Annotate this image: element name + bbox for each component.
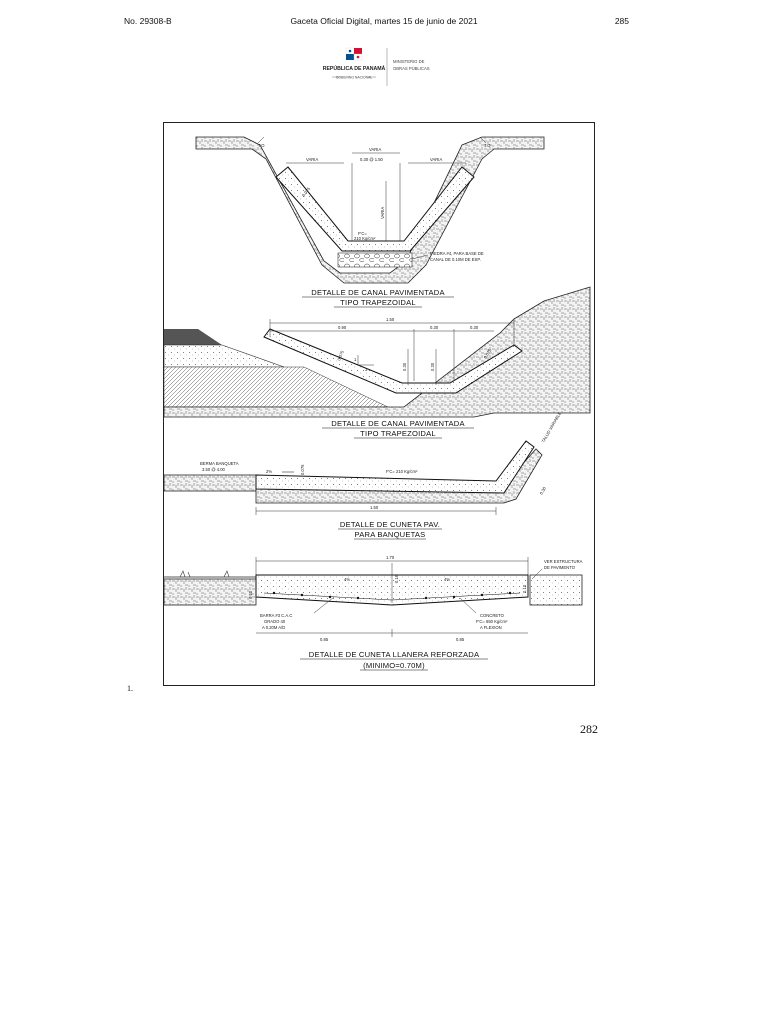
d3-talud: TALUD VARIABLE <box>541 411 563 444</box>
d1-to-left: T.O <box>258 143 265 148</box>
d4-center-thickness: 0.15 <box>394 574 399 583</box>
d1-thickness: 0.075 <box>301 186 312 198</box>
d1-varia-right: VARIA <box>430 157 442 162</box>
d1-fc-line2: 210 Kg/cm² <box>354 236 376 241</box>
d2-thickness-a: 0.075 <box>336 349 345 361</box>
d1-varia-left: VARIA <box>306 157 318 162</box>
d1-bottom-width: 0.30 @ 1.50 <box>360 157 384 162</box>
d4-title-line2: (MINIMO=0.70M) <box>363 661 425 670</box>
panama-flag-icon <box>345 47 363 61</box>
d3-berm-line2: 3.50 @ 4.00 <box>202 467 226 472</box>
header-page-number: 285 <box>614 16 629 26</box>
detail-3-sidewalk-gutter: BERMA BANQUETA 3.50 @ 4.00 2% 0.075 F'C=… <box>164 411 563 540</box>
d4-bar-line2: GRADO 40 <box>264 619 286 624</box>
d4-bar-line3: A 0.20M A/D <box>262 625 285 630</box>
d4-total-width: 1.70 <box>386 555 395 560</box>
engineering-drawing: T.O T.O VARIA VARIA 0.30 @ 1.50 VARIA VA… <box>163 122 595 686</box>
d2-title-line2: TIPO TRAPEZOIDAL <box>360 429 436 438</box>
page-number: 282 <box>580 722 598 736</box>
d1-stone-line2: CANAL DE 0.10M DE ESP. <box>430 257 481 262</box>
note-number: 1. <box>127 684 133 693</box>
d4-edge-right: 0.10 <box>522 584 527 593</box>
d4-concrete-line2: F'C= 650 Kg/cm² <box>476 619 508 624</box>
d2-thickness-b: 0.075 <box>483 347 493 359</box>
d4-half-left: 0.85 <box>320 637 329 642</box>
gazette-title: Gaceta Oficial Digital, martes 15 de jun… <box>290 16 478 26</box>
d1-varia-center: VARIA <box>369 147 381 152</box>
gazette-number: No. 29308-B <box>124 16 172 26</box>
d4-edge-left: 0.10 <box>248 590 253 599</box>
d4-pavement-line1: VER ESTRUCTURA <box>544 559 583 564</box>
d3-width: 1.50 <box>370 505 379 510</box>
d2-height-b: 0.30 <box>430 362 435 371</box>
d1-stone-line1: PIEDRA #4, PARA BASE DE <box>430 251 484 256</box>
logo-line1: REPÚBLICA DE PANAMÁ <box>323 65 386 72</box>
d4-half-right: 0.85 <box>456 637 465 642</box>
d3-berm-line1: BERMA BANQUETA <box>200 461 239 466</box>
d2-total-width: 1.50 <box>386 317 395 322</box>
d1-title-line2: TIPO TRAPEZOIDAL <box>340 298 416 307</box>
government-logo: REPÚBLICA DE PANAMÁ GOBIERNO NACIONAL MI… <box>323 47 430 86</box>
d1-fc-line1: F'C= <box>358 231 367 236</box>
d2-width-c: 0.30 <box>470 325 479 330</box>
d4-slope-right: 4% <box>444 577 450 582</box>
d3-thickness: 0.075 <box>300 464 305 475</box>
d4-concrete-line1: CONCRETO <box>480 613 505 618</box>
d2-slope-num: 1 <box>354 357 357 362</box>
d2-slope-den: 3 <box>365 367 368 372</box>
detail-4-reinforced-gutter: 1.70 4% 4% 0.15 0.10 0.10 BARRA #3 C.A.C… <box>164 555 583 671</box>
detail-1-trapezoidal-canal: T.O T.O VARIA VARIA 0.30 @ 1.50 VARIA VA… <box>195 136 545 308</box>
d1-title-line1: DETALLE DE CANAL PAVIMENTADA <box>311 288 445 297</box>
d4-title-line1: DETALLE DE CUNETA LLANERA REFORZADA <box>309 650 480 659</box>
d3-title-line2: PARA BANQUETAS <box>355 530 426 539</box>
d3-side-height: 0.30 <box>539 485 548 495</box>
ministry-line2: OBRAS PÚBLICAS <box>393 66 430 71</box>
d2-width-a: 0.90 <box>338 325 347 330</box>
d4-pavement-line2: DE PAVIMENTO <box>544 565 576 570</box>
d3-fc: F'C= 210 Kg/cm² <box>386 469 418 474</box>
d2-width-b: 0.30 <box>430 325 439 330</box>
d1-to-right: T.O <box>484 143 491 148</box>
ministry-line1: MINISTERIO DE <box>393 59 425 64</box>
d4-bar-line1: BARRA #3 C.A.C <box>260 613 292 618</box>
d3-slope: 2% <box>266 469 272 474</box>
d2-height-a: 0.30 <box>402 362 407 371</box>
d1-varia-vertical: VARIA <box>380 207 385 219</box>
d4-slope-left: 4% <box>344 577 350 582</box>
logo-line2: GOBIERNO NACIONAL <box>336 76 373 80</box>
d2-title-line1: DETALLE DE CANAL PAVIMENTADA <box>331 419 465 428</box>
d3-title-line1: DETALLE DE CUNETA PAV. <box>340 520 440 529</box>
detail-2-trapezoidal-canal: 1.50 0.90 0.30 0.30 0.30 0.30 0.075 0.07… <box>164 286 591 439</box>
d4-concrete-line3: A FLEXION <box>480 625 502 630</box>
